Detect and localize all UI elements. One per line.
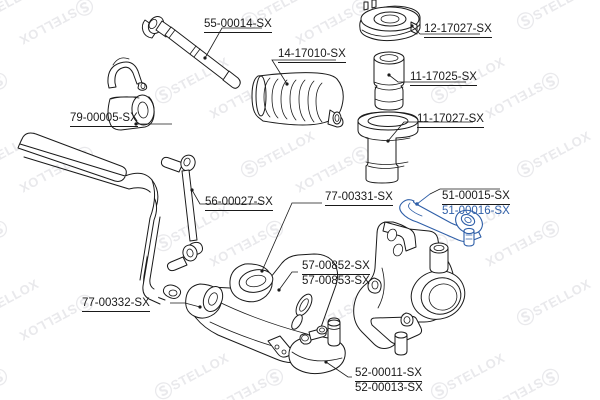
part-strut-dust-cover[interactable] (357, 111, 473, 184)
part-strut-mount[interactable] (359, 0, 480, 42)
part-bump-stop[interactable] (373, 51, 466, 111)
part-label-control-arm-right[interactable]: 57-00853-SX (302, 275, 370, 287)
part-label-outer-tie-rod-end-alt[interactable]: 51-00016-SX (442, 205, 510, 217)
part-label-lower-ball-joint-left[interactable]: 52-00011-SX (355, 367, 422, 382)
part-label-control-arm-left[interactable]: 57-00852-SX (302, 260, 370, 275)
part-label-strut-dust-cover[interactable]: 11-17027-SX (417, 113, 484, 128)
part-label-control-arm-bushing-rear[interactable]: 77-00331-SX (325, 191, 393, 206)
part-stabilizer-bracket[interactable] (107, 57, 148, 91)
part-label-stabilizer-link[interactable]: 56-00027-SX (205, 196, 273, 211)
part-outer-tie-rod-end[interactable] (399, 188, 500, 247)
part-inner-tie-rod[interactable] (141, 14, 262, 89)
part-stabilizer-bushing[interactable] (107, 94, 172, 131)
part-stabilizer-bar (17, 132, 182, 305)
part-label-bump-stop[interactable]: 11-17025-SX (410, 71, 477, 86)
part-lower-ball-joint[interactable] (288, 317, 352, 378)
part-steering-knuckle[interactable] (353, 221, 471, 356)
part-stabilizer-link[interactable] (160, 153, 262, 272)
part-label-steering-rack-boot[interactable]: 14-17010-SX (278, 48, 346, 63)
part-label-inner-tie-rod[interactable]: 55-00014-SX (204, 18, 272, 33)
part-label-strut-mount[interactable]: 12-17027-SX (424, 23, 492, 38)
part-label-outer-tie-rod-end[interactable]: 51-00015-SX (442, 190, 510, 205)
part-label-stabilizer-bushing[interactable]: 79-00005-SX (70, 112, 138, 127)
part-steering-rack-boot[interactable] (251, 59, 344, 128)
part-label-control-arm-bushing-front[interactable]: 77-00332-SX (82, 297, 150, 312)
part-label-lower-ball-joint-right[interactable]: 52-00013-SX (355, 382, 423, 394)
